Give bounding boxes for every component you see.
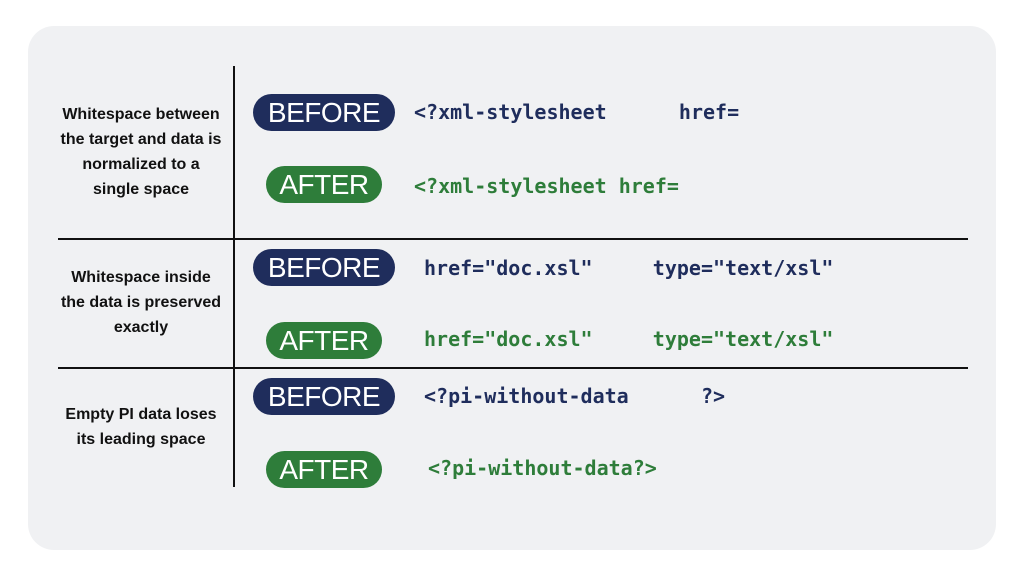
row-1-before-badge: BEFORE [253,94,395,131]
row-3-label: Empty PI data loses its leading space [65,406,217,448]
row-2-before-code: href="doc.xsl" type="text/xsl" [424,256,834,280]
row-2-label: Whitespace inside the data is preserved … [60,269,222,336]
row-divider-2 [58,367,968,369]
comparison-card [28,26,996,550]
row-2-after-code: href="doc.xsl" type="text/xsl" [424,327,834,351]
row-1-label: Whitespace between the target and data i… [60,106,222,198]
row-3-before-badge: BEFORE [253,378,395,415]
row-divider-1 [58,238,968,240]
column-divider [233,66,235,487]
row-3-after-code: <?pi-without-data?> [428,456,657,480]
row-1-before-code: <?xml-stylesheet href= [414,100,740,124]
row-1-after-badge: AFTER [266,166,382,203]
row-2-before-badge: BEFORE [253,249,395,286]
row-3-after-badge: AFTER [266,451,382,488]
row-1-after-code: <?xml-stylesheet href= [414,174,679,198]
row-2-after-badge: AFTER [266,322,382,359]
row-3-before-code: <?pi-without-data ?> [424,384,726,408]
